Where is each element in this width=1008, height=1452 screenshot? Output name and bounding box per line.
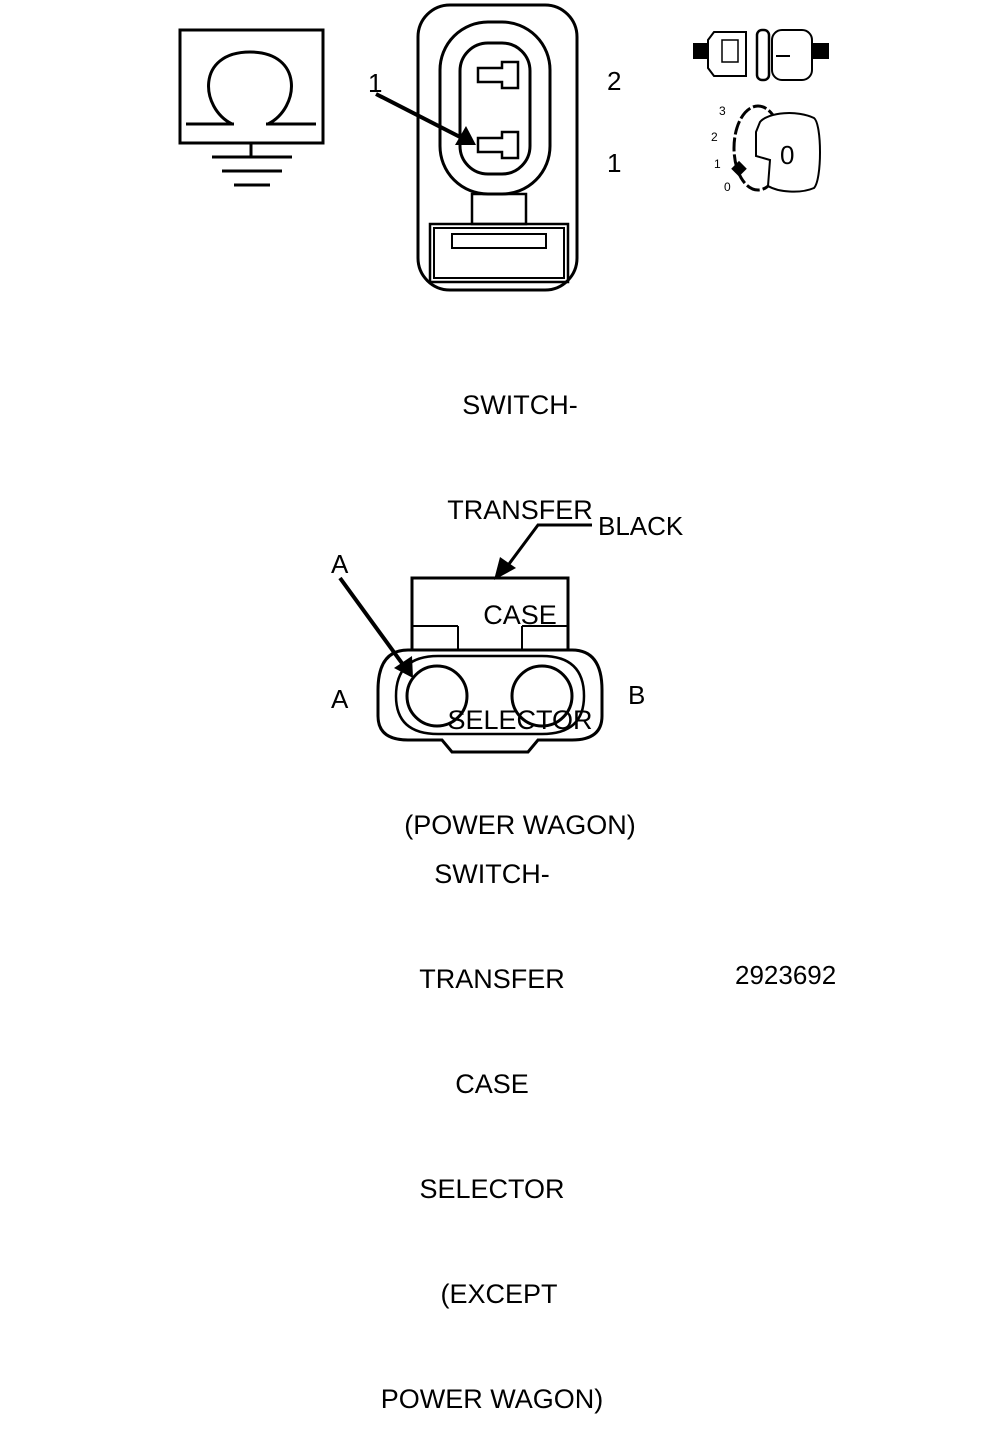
knob-face-label: 0 (780, 140, 795, 170)
caption-line: SWITCH- (462, 390, 578, 420)
cavity-2-label: 2 (607, 66, 622, 96)
knob-tick-0: 0 (724, 180, 731, 194)
figure-number: 2923692 (735, 960, 837, 990)
knob-tick-3: 3 (719, 104, 726, 118)
top-connector-drawing (416, 3, 579, 292)
top-connector-caption: SWITCH- TRANSFER CASE SELECTOR (POWER WA… (360, 318, 680, 878)
caption-line: SELECTOR (447, 705, 593, 735)
black-leader-arrow (494, 523, 592, 580)
caption-line: (POWER WAGON) (404, 810, 636, 840)
pin-1-leader-arrow (375, 92, 476, 145)
caption-line: CASE (455, 1069, 529, 1099)
caption-line: (EXCEPT (440, 1279, 558, 1309)
knob-tick-2: 2 (711, 130, 718, 144)
ohm-ground-icon (178, 28, 325, 187)
cavity-b-label: B (628, 680, 646, 710)
rotary-knob-icon (731, 104, 821, 193)
cavity-1-label: 1 (607, 148, 622, 178)
plunger-icon (693, 28, 829, 82)
caption-line: SWITCH- (434, 859, 550, 889)
caption-line: SELECTOR (419, 1174, 565, 1204)
caption-line: TRANSFER (419, 964, 565, 994)
caption-line: CASE (483, 600, 557, 630)
cavity-a-leader-arrow (338, 576, 413, 678)
bottom-connector-drawing (376, 576, 604, 754)
knob-tick-1: 1 (714, 157, 721, 171)
pointer-a-label: A (331, 549, 349, 579)
black-label: BLACK (598, 511, 684, 541)
cavity-a-label: A (331, 684, 349, 714)
pin-1-label: 1 (368, 68, 383, 98)
caption-line: TRANSFER (447, 495, 593, 525)
diagram-canvas (178, 3, 829, 754)
caption-line: POWER WAGON) (380, 1384, 604, 1414)
bottom-connector-caption: SWITCH- TRANSFER CASE SELECTOR (EXCEPT P… (342, 787, 642, 1452)
